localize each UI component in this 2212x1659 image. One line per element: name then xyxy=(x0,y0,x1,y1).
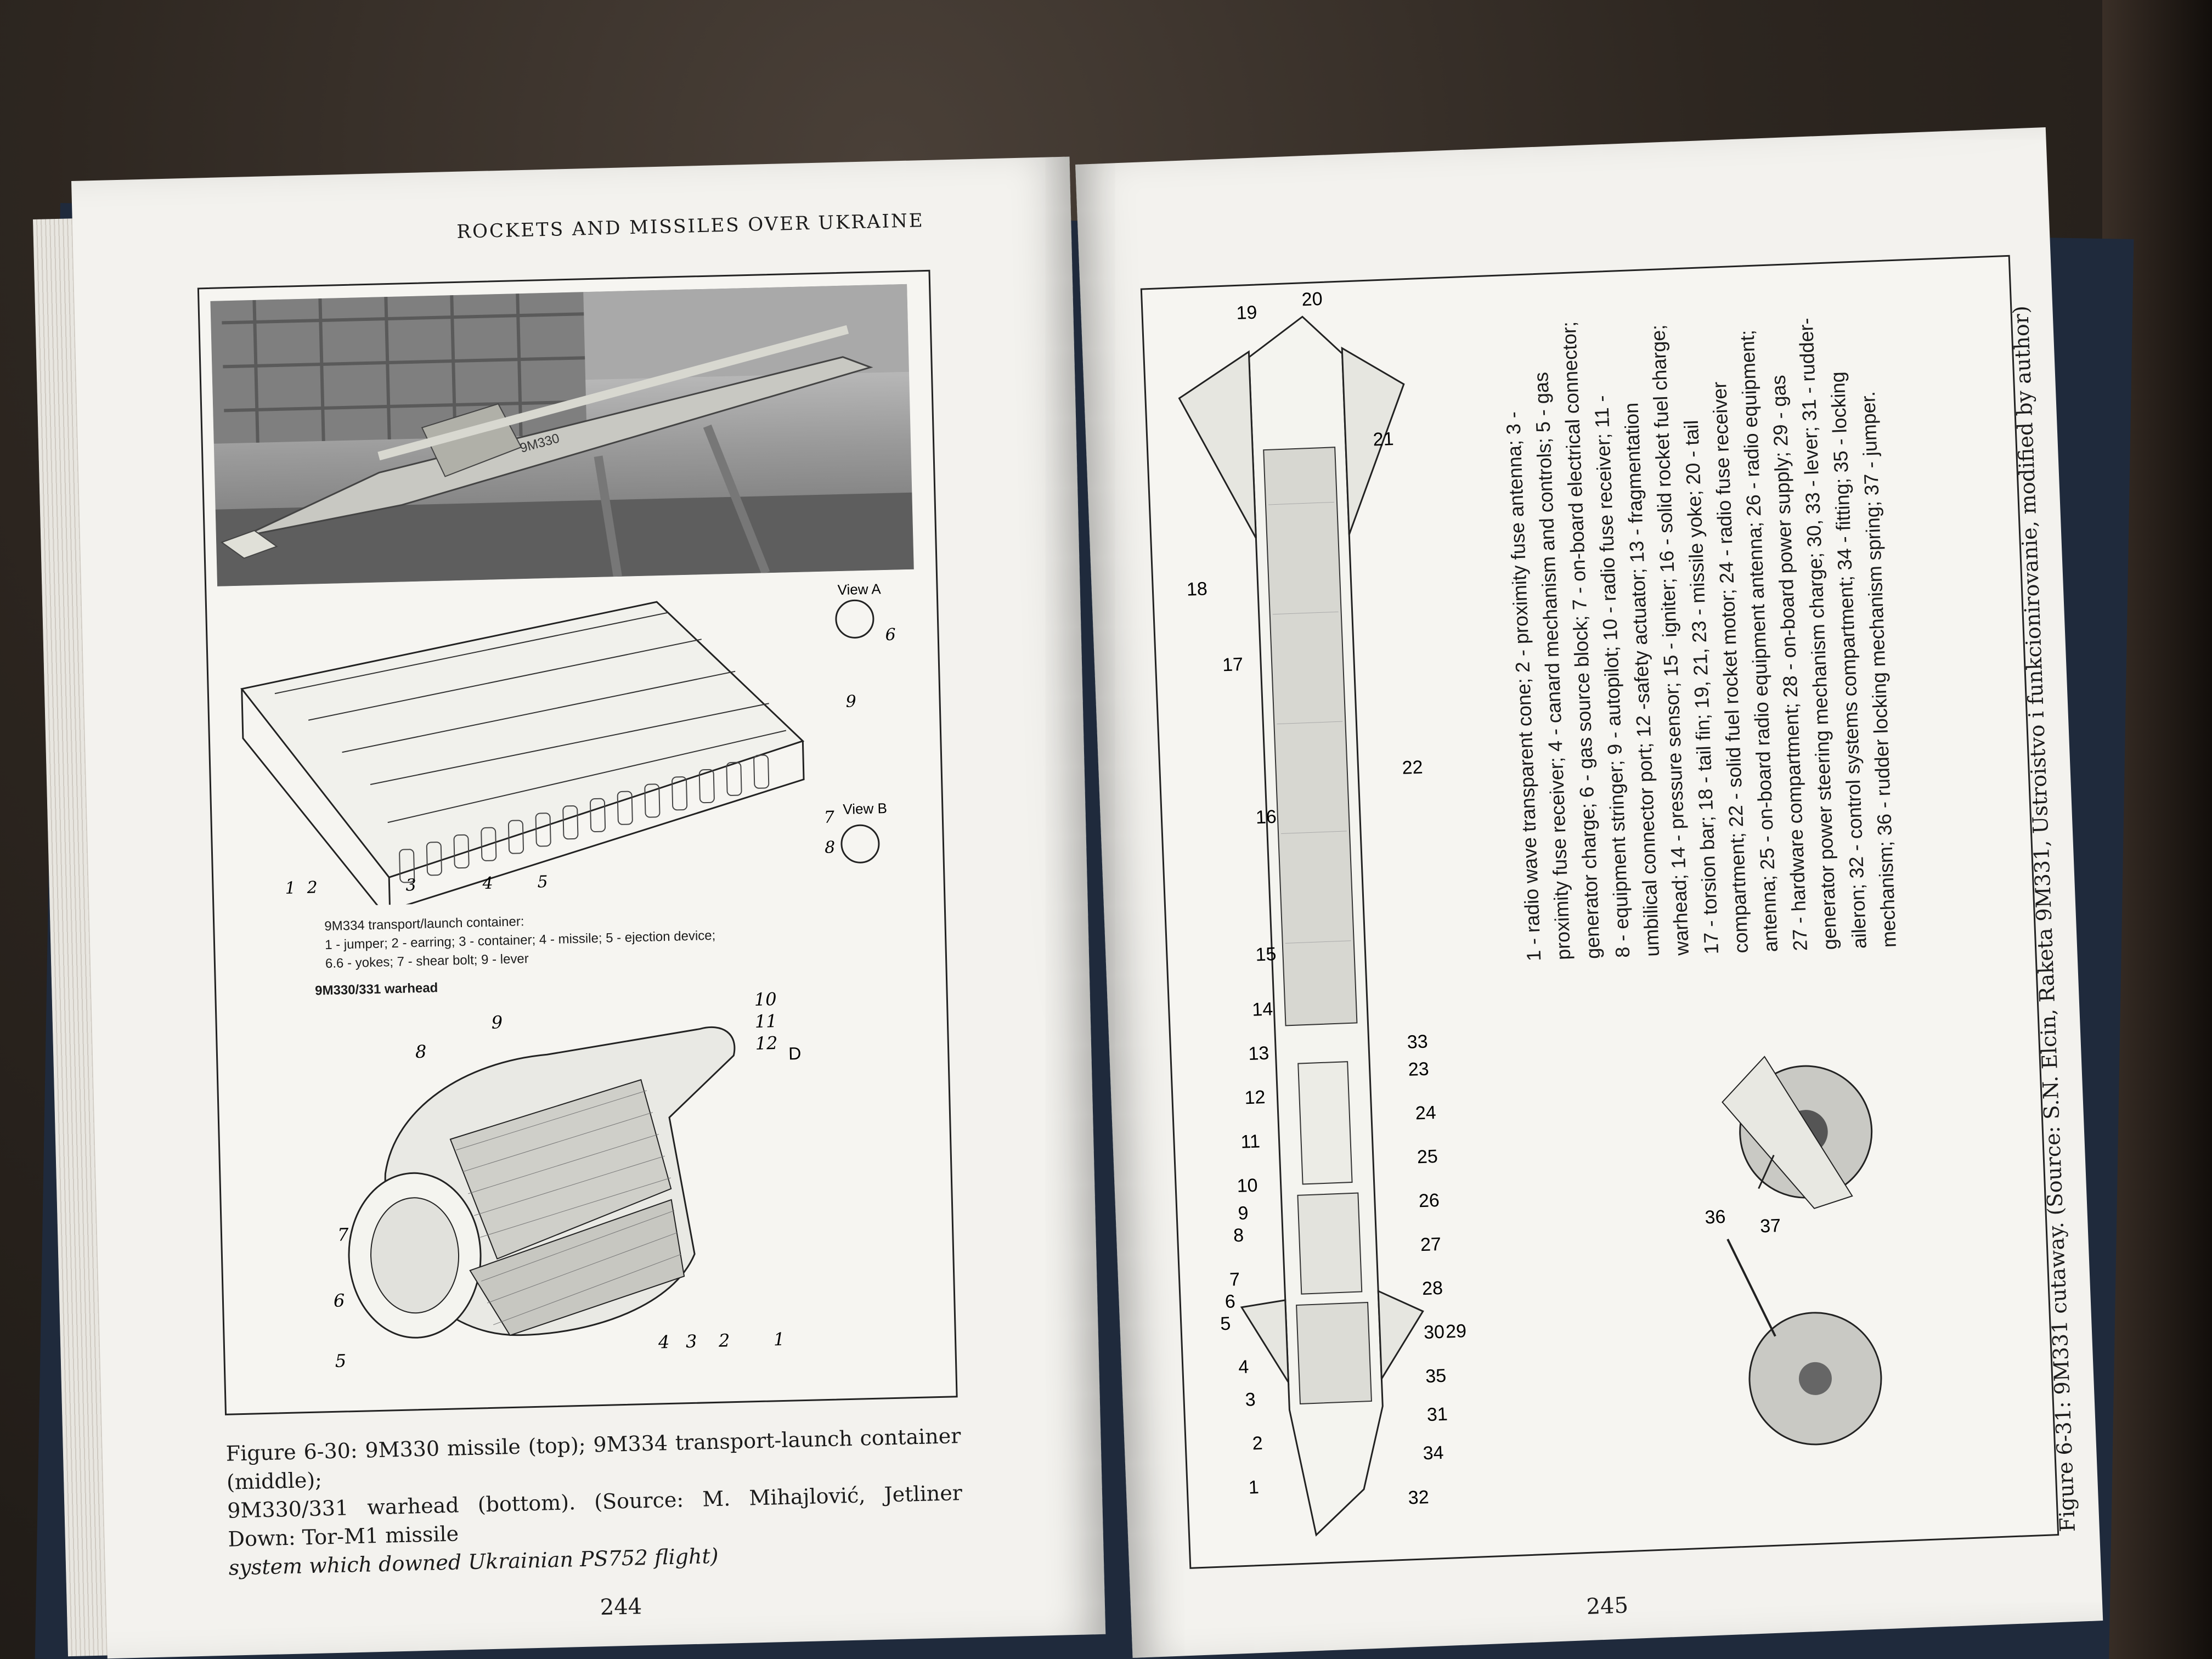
warhead-label: 1 xyxy=(774,1329,785,1350)
figure-caption-left: Figure 6-30: 9M330 missile (top); 9M334 … xyxy=(225,1421,964,1582)
warhead-label: 8 xyxy=(415,1041,427,1062)
missile-label: 13 xyxy=(1248,1043,1269,1064)
warhead-title: 9M330/331 warhead xyxy=(314,980,438,998)
missile-label: 28 xyxy=(1421,1278,1443,1299)
missile-label: 21 xyxy=(1373,428,1394,450)
warhead-label: 10 xyxy=(754,989,777,1010)
missile-label: 27 xyxy=(1420,1234,1441,1255)
warhead-label: 9 xyxy=(491,1012,503,1032)
missile-label: 20 xyxy=(1301,289,1323,310)
missile-label: 29 xyxy=(1445,1321,1466,1342)
missile-label: 3 xyxy=(1245,1389,1256,1410)
missile-photo-drawing: 9M330 xyxy=(210,284,914,586)
left-page: ROCKETS AND MISSILES OVER UKRAINE xyxy=(71,156,1106,1659)
warhead-label: 7 xyxy=(337,1224,349,1245)
container-label: 4 xyxy=(482,874,493,893)
page-number-right: 245 xyxy=(1585,1593,1629,1620)
warhead-label: D xyxy=(788,1043,802,1064)
missile-label: 22 xyxy=(1402,757,1423,778)
missile-label: 35 xyxy=(1425,1365,1447,1387)
missile-label: 17 xyxy=(1222,654,1243,675)
missile-label: 23 xyxy=(1408,1058,1429,1080)
container-diagram: View A View B 1 2 3 4 5 6 7 8 9 xyxy=(240,580,896,909)
missile-label: 5 xyxy=(1220,1313,1231,1335)
missile-label: 4 xyxy=(1238,1356,1249,1378)
missile-label: 19 xyxy=(1236,302,1257,323)
warhead-label: 6 xyxy=(334,1290,345,1311)
warhead-label: 11 xyxy=(754,1011,777,1032)
missile-label: 26 xyxy=(1418,1190,1440,1211)
missile-label: 14 xyxy=(1252,998,1273,1020)
missile-cutaway-diagram: 1 2 3 4 5 6 7 8 9 10 11 12 13 14 15 16 1 xyxy=(1178,289,1882,1537)
missile-label: 10 xyxy=(1237,1175,1258,1197)
warhead-label: 4 xyxy=(658,1331,670,1353)
missile-label: 32 xyxy=(1408,1487,1429,1508)
missile-callouts-left: 1 2 3 4 5 6 7 8 9 10 11 12 13 14 15 16 1 xyxy=(1186,302,1277,1498)
figure-frame-left: 9M330 xyxy=(197,269,958,1415)
missile-label: 7 xyxy=(1229,1269,1240,1290)
warhead-label: 3 xyxy=(686,1331,697,1352)
missile-label: 33 xyxy=(1407,1031,1428,1053)
missile-label: 2 xyxy=(1252,1433,1263,1454)
container-label: 3 xyxy=(405,876,416,895)
container-label: 2 xyxy=(306,878,318,897)
container-label: 7 xyxy=(823,808,835,827)
warhead-diagram: 1 2 3 4 5 6 7 8 9 10 11 12 D xyxy=(334,989,802,1372)
missile-label: 11 xyxy=(1240,1131,1261,1152)
detail-label: 37 xyxy=(1759,1215,1781,1237)
container-callouts: 1 2 3 4 5 6 7 8 9 xyxy=(285,625,896,898)
missile-label: 31 xyxy=(1426,1404,1448,1425)
container-label: 6 xyxy=(885,625,896,645)
figure-frame-right: 1 2 3 4 5 6 7 8 9 10 11 12 13 14 15 16 1 xyxy=(1140,255,2059,1569)
running-head: ROCKETS AND MISSILES OVER UKRAINE xyxy=(456,210,924,243)
detail-label: 36 xyxy=(1705,1206,1726,1228)
container-label: 5 xyxy=(537,872,548,891)
warhead-label: 12 xyxy=(755,1032,778,1054)
missile-label: 6 xyxy=(1224,1291,1235,1312)
missile-label: 30 xyxy=(1423,1322,1444,1343)
missile-legend: 1 - radio wave transparent cone; 2 - pro… xyxy=(1494,289,1904,962)
warhead-callouts: 1 2 3 4 5 6 7 8 9 10 11 12 D xyxy=(334,989,802,1372)
missile-label: 1 xyxy=(1248,1477,1259,1498)
view-a-label: View A xyxy=(837,580,881,598)
page-number-left: 244 xyxy=(600,1594,642,1621)
missile-photo: 9M330 xyxy=(210,284,914,586)
container-label: 1 xyxy=(285,878,296,898)
warhead-label: 5 xyxy=(335,1350,346,1371)
right-page: 1 2 3 4 5 6 7 8 9 10 11 12 13 14 15 16 1 xyxy=(1075,127,2103,1658)
missile-label: 12 xyxy=(1244,1087,1266,1108)
view-b-label: View B xyxy=(843,800,887,817)
missile-label: 15 xyxy=(1255,944,1277,965)
missile-label: 8 xyxy=(1233,1225,1244,1246)
missile-label: 16 xyxy=(1255,806,1277,828)
container-label: 8 xyxy=(825,838,836,857)
missile-label: 34 xyxy=(1423,1442,1444,1464)
missile-label: 9 xyxy=(1238,1203,1249,1224)
missile-label: 25 xyxy=(1417,1146,1438,1167)
missile-label: 18 xyxy=(1186,578,1207,600)
missile-callouts-right: 20 21 22 33 23 24 25 26 27 28 30 29 35 3… xyxy=(1301,289,1781,1509)
container-label: 9 xyxy=(845,692,856,711)
missile-label: 24 xyxy=(1415,1102,1436,1124)
container-legend: 9M334 transport/launch container: 1 - ju… xyxy=(324,908,716,973)
warhead-label: 2 xyxy=(718,1330,730,1351)
